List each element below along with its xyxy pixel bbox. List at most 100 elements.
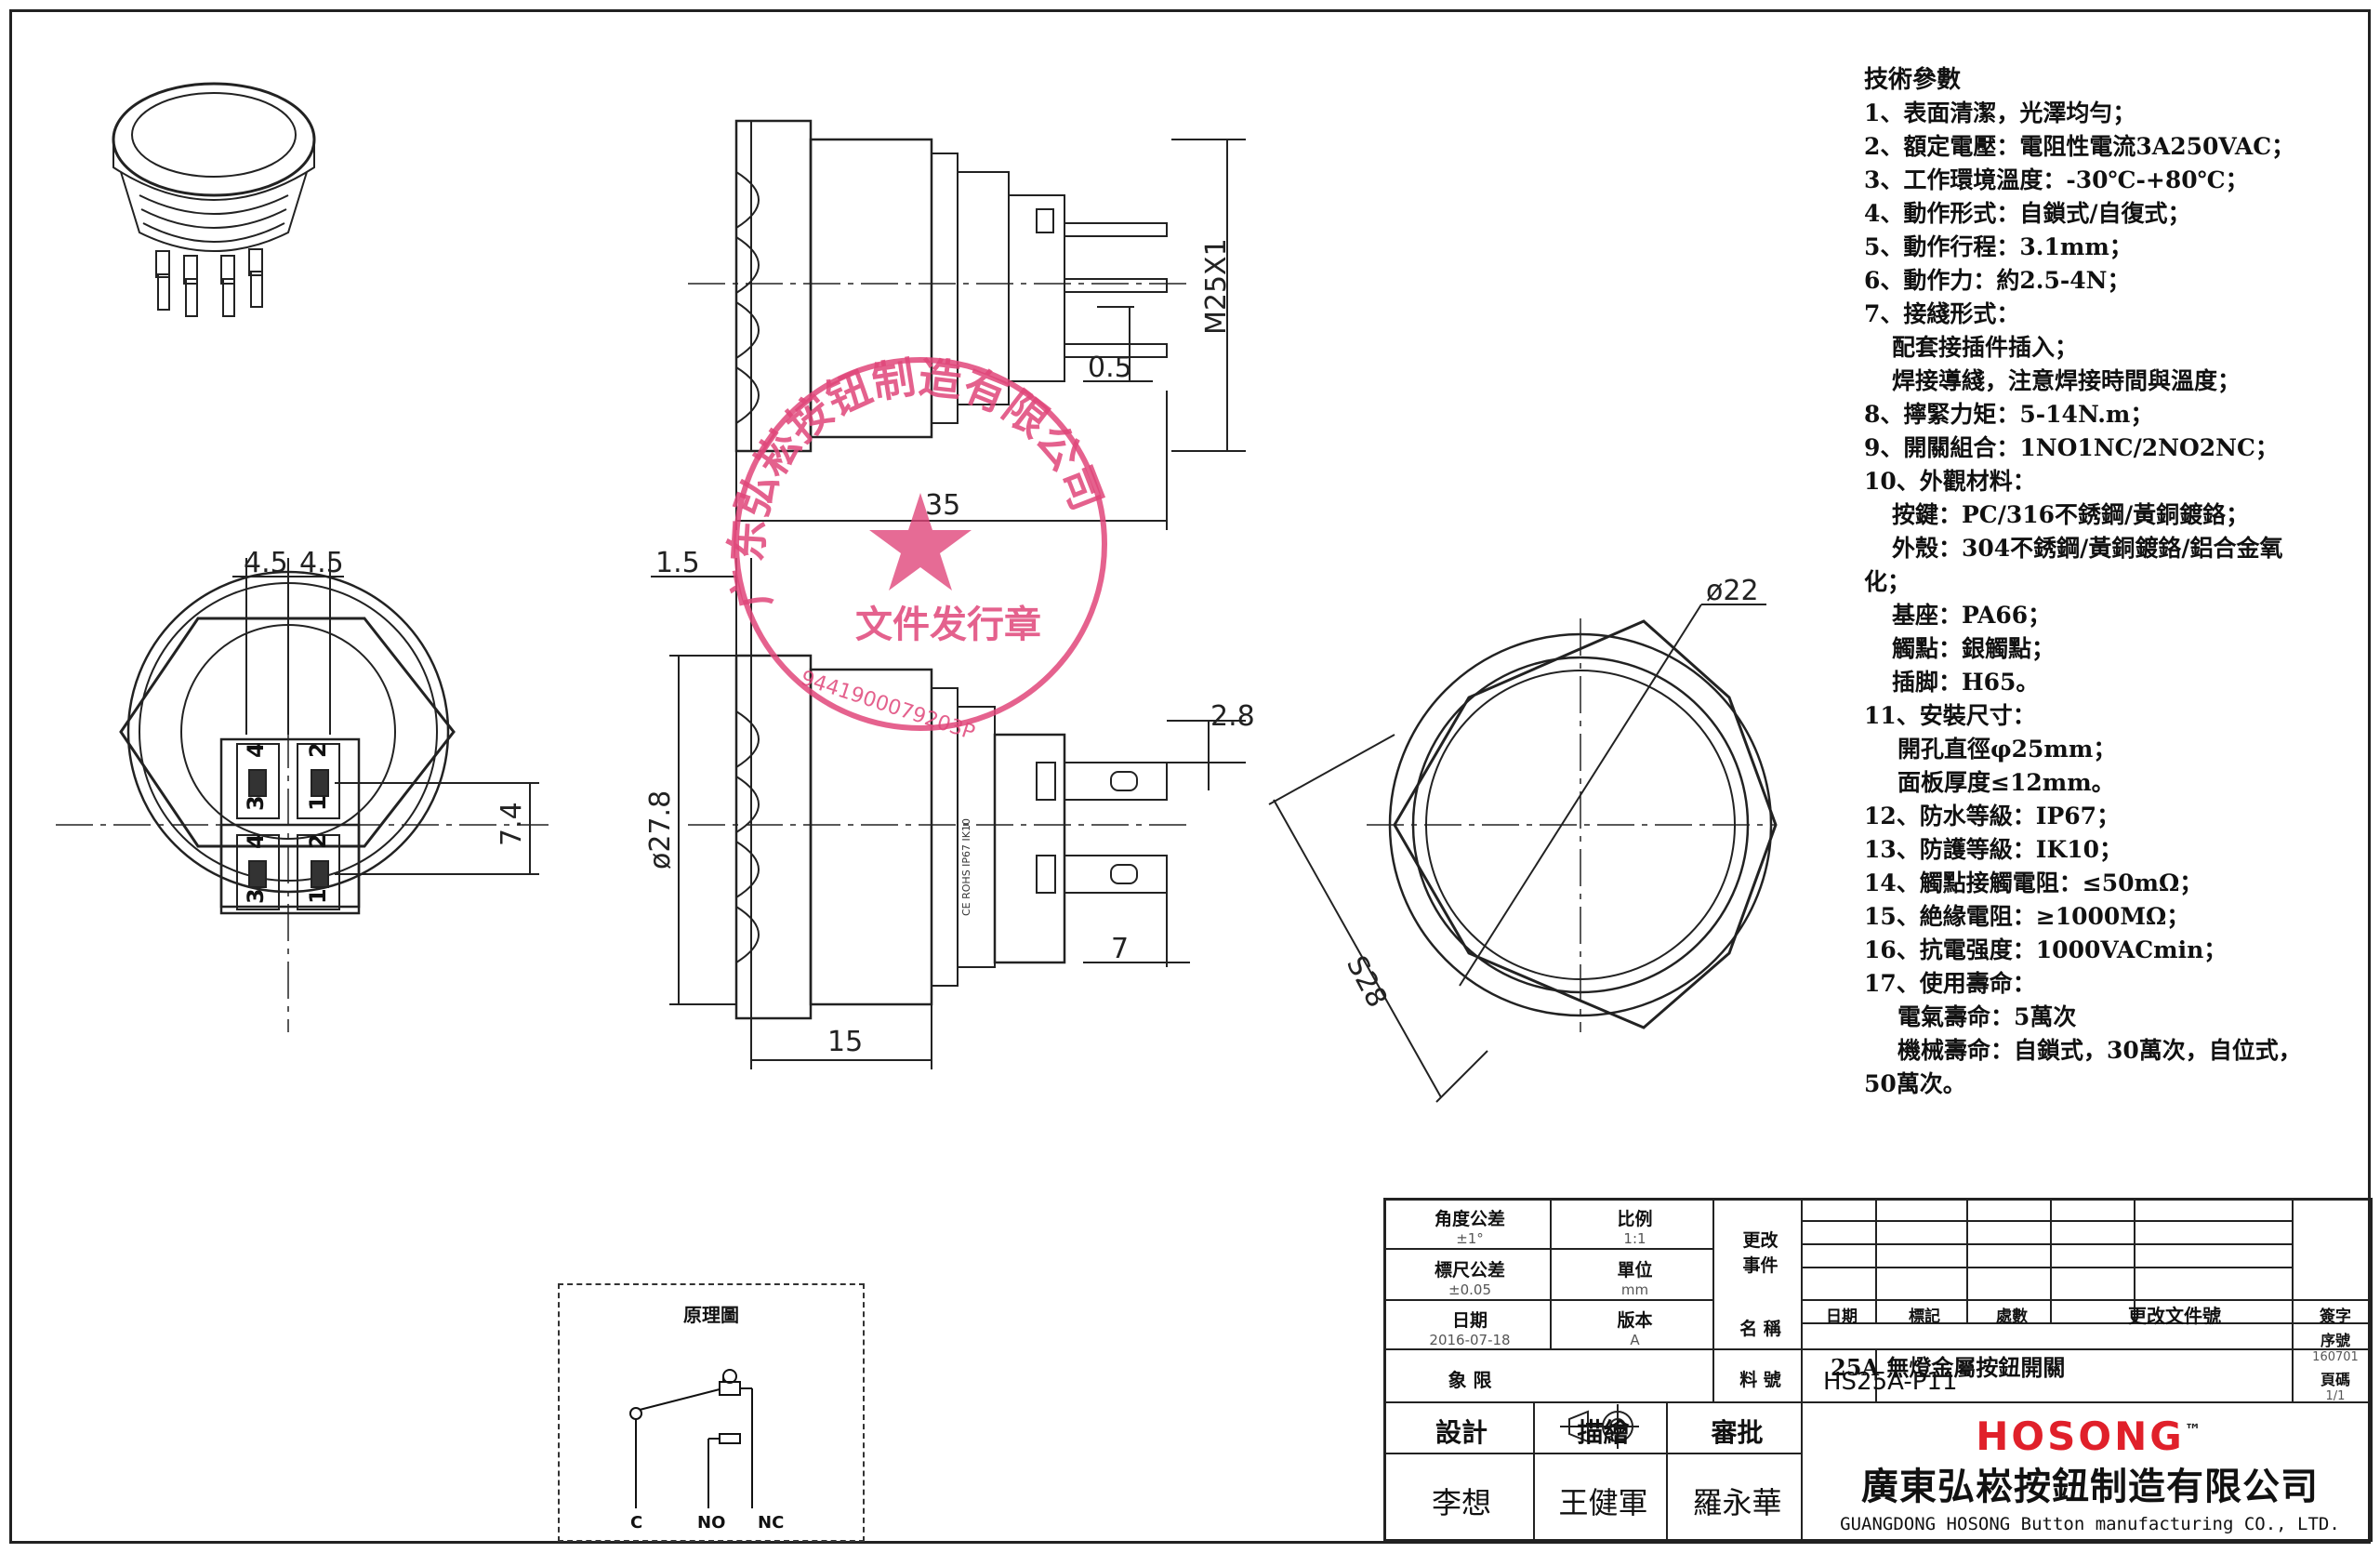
- spec-line: 13、防護等級：IK10；: [1864, 836, 2123, 863]
- brand-logo: HOSONG™: [1805, 1413, 2375, 1459]
- spec-line: 面板厚度≤12mm。: [1897, 769, 2115, 796]
- dim-m25x1: M25X1: [1200, 238, 1233, 335]
- spec-line: 機械壽命：自鎖式，30萬次，自位式，: [1897, 1037, 2302, 1064]
- dim-7-4: 7.4: [496, 802, 528, 846]
- spec-line: 外殼：304不銹鋼/黃銅鍍鉻/鋁合金氧: [1892, 535, 2283, 562]
- rev-doc: 更改文件號: [2128, 1305, 2221, 1327]
- spec-line: 1、表面清潔，光澤均勻；: [1864, 100, 2136, 126]
- spec-line: 電氣壽命：5萬次: [1897, 1003, 2077, 1030]
- rear-view: [56, 558, 549, 1032]
- stamp-seal: [734, 357, 1107, 731]
- dimension-tolerance: 標尺公差±0.05: [1434, 1260, 1505, 1298]
- spec-line: 插脚：H65。: [1892, 669, 2040, 696]
- name-label: 名 稱: [1739, 1319, 1781, 1339]
- spec-line: 4、動作形式：自鎖式/自復式；: [1864, 200, 2191, 227]
- specs-list: 1、表面清潔，光澤均勻； 2、額定電壓：電阻性電流3A250VAC； 3、工作環境溫…: [1864, 97, 2347, 1101]
- schematic-title: 原理圖: [683, 1304, 739, 1326]
- projection-label: 象 限: [1448, 1369, 1492, 1391]
- schematic-box: 原理圖 C NO NC: [558, 1283, 865, 1542]
- company-name-cn: 廣東弘崧按鈕制造有限公司: [1861, 1465, 2319, 1508]
- spec-line: 7、接綫形式：: [1864, 300, 2020, 327]
- schematic-nc: NC: [758, 1513, 785, 1533]
- title-block-grid: [1383, 1198, 2373, 1542]
- front-view: [1268, 604, 1778, 1103]
- spec-line: 6、動作力：約2.5-4N；: [1864, 267, 2131, 294]
- design-label: 設計: [1435, 1416, 1488, 1448]
- spec-line: 15、絶緣電阻：≥1000MΩ；: [1864, 903, 2190, 930]
- stamp-code: 9441900079203P: [798, 667, 977, 745]
- rev-count: 處數: [1996, 1307, 2028, 1326]
- dim-27-8: ø27.8: [644, 790, 677, 869]
- company-name-en: GUANGDONG HOSONG Button manufacturing CO…: [1840, 1514, 2340, 1534]
- dim-4-5-right: 4.5: [299, 547, 344, 579]
- pin-label: 1: [305, 795, 331, 811]
- schematic-diagram: [629, 1369, 753, 1508]
- dim-2-8: 2.8: [1210, 700, 1255, 733]
- designer-name: 李想: [1431, 1484, 1491, 1520]
- dim-s28: S28: [1340, 950, 1394, 1013]
- spec-line: 14、觸點接觸電阻：≤50mΩ；: [1864, 869, 2203, 896]
- stamp-issue-text: 文件发行章: [855, 603, 1041, 646]
- spec-line: 化；: [1864, 568, 1911, 595]
- iso-sketch: [112, 82, 316, 317]
- pin-label: 3: [243, 795, 269, 811]
- dim-7: 7: [1111, 933, 1129, 965]
- stamp-company-text: 广东弘崧按钮制造有限公司: [721, 352, 1113, 613]
- part-number: HS25A-P11: [1823, 1368, 1958, 1396]
- dim-22: ø22: [1706, 575, 1759, 607]
- schematic-no: NO: [697, 1513, 726, 1533]
- review-label: 審批: [1711, 1416, 1764, 1448]
- spec-line: 觸點：銀觸點；: [1892, 635, 2056, 662]
- pin-label: 2: [305, 742, 331, 758]
- reviewer-name: 羅永華: [1692, 1484, 1782, 1520]
- spec-line: 5、動作行程：3.1mm；: [1864, 233, 2133, 260]
- spec-line: 17、使用壽命：: [1864, 970, 2036, 997]
- spec-line: 50萬次。: [1864, 1070, 1966, 1097]
- change-event: 更改事件: [1742, 1230, 1778, 1276]
- technical-specs: 技術參數 1、表面清潔，光澤均勻； 2、額定電壓：電阻性電流3A250VAC； 3、…: [1864, 63, 2347, 1101]
- angle-tolerance: 角度公差±1°: [1434, 1209, 1505, 1247]
- product-name: 25A 無燈金屬按鈕開關: [1831, 1354, 2066, 1381]
- spec-line: 基座：PA66；: [1892, 602, 2052, 629]
- body-marking: CE ROHS IP67 IK10: [960, 818, 972, 916]
- drafter-name: 王健軍: [1558, 1484, 1648, 1520]
- dim-1-5: 1.5: [655, 547, 700, 579]
- spec-line: 按鍵：PC/316不銹鋼/黃銅鍍鉻；: [1892, 501, 2250, 528]
- rev-mark: 標記: [1909, 1307, 1940, 1326]
- spec-line: 10、外觀材料：: [1864, 468, 2036, 495]
- schematic-c: C: [630, 1513, 643, 1533]
- spec-line: 配套接插件插入；: [1892, 334, 2079, 361]
- specs-title: 技術參數: [1864, 66, 1962, 94]
- spec-line: 11、安裝尺寸：: [1864, 702, 2036, 729]
- pin-label: 4: [243, 742, 269, 758]
- spec-line: 16、抗電强度：1000VACmin；: [1864, 936, 2228, 963]
- spec-line: 12、防水等級：IP67；: [1864, 803, 2121, 830]
- spec-line: 焊接導綫，注意焊接時間與溫度；: [1892, 367, 2241, 394]
- spec-line: 開孔直徑φ25mm；: [1897, 736, 2117, 763]
- dim-35: 35: [925, 489, 960, 522]
- brand-text: HOSONG™: [1976, 1413, 2204, 1459]
- pin-label: 3: [243, 888, 269, 904]
- pin-label: 4: [243, 833, 269, 849]
- spec-line: 3、工作環境溫度：-30℃-+80℃；: [1864, 166, 2249, 193]
- spec-line: 9、開關組合：1NO1NC/2NO2NC；: [1864, 434, 2279, 461]
- dim-4-5-left: 4.5: [244, 547, 288, 579]
- part-label: 料 號: [1739, 1370, 1781, 1390]
- rev-date: 日期: [1826, 1307, 1858, 1326]
- pin-label: 2: [305, 833, 331, 849]
- spec-line: 8、擰緊力矩：5-14N.m；: [1864, 401, 2154, 428]
- rev-sign: 簽字: [2320, 1307, 2351, 1326]
- spec-line: 2、額定電壓：電阻性電流3A250VAC；: [1864, 133, 2295, 160]
- drawn-label: 描繪: [1577, 1416, 1630, 1448]
- dim-0-5: 0.5: [1088, 352, 1132, 384]
- dim-15: 15: [827, 1026, 863, 1058]
- pin-label: 1: [305, 888, 331, 904]
